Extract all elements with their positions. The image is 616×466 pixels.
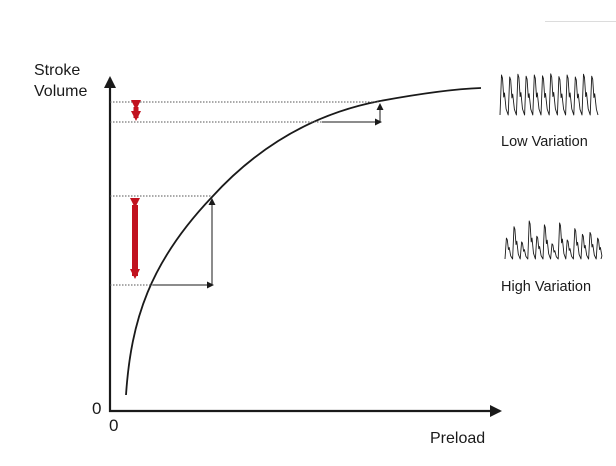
high-variation-waveform xyxy=(504,220,603,260)
stroke-volume-curve xyxy=(125,87,482,396)
high-variation-caption: High Variation xyxy=(501,279,592,295)
y-axis-title-line2: Volume xyxy=(34,83,88,100)
low-variation-waveform xyxy=(499,73,599,116)
y-axis-title-line1: Stroke xyxy=(34,62,81,79)
x-axis-title: Preload xyxy=(430,430,486,447)
origin-x-label: 0 xyxy=(109,416,119,435)
y-axis-title: Stroke Volume xyxy=(34,60,87,102)
origin-y-label: 0 xyxy=(92,399,102,418)
low-variation-caption: Low Variation xyxy=(501,134,588,150)
corner-divider xyxy=(545,21,616,22)
